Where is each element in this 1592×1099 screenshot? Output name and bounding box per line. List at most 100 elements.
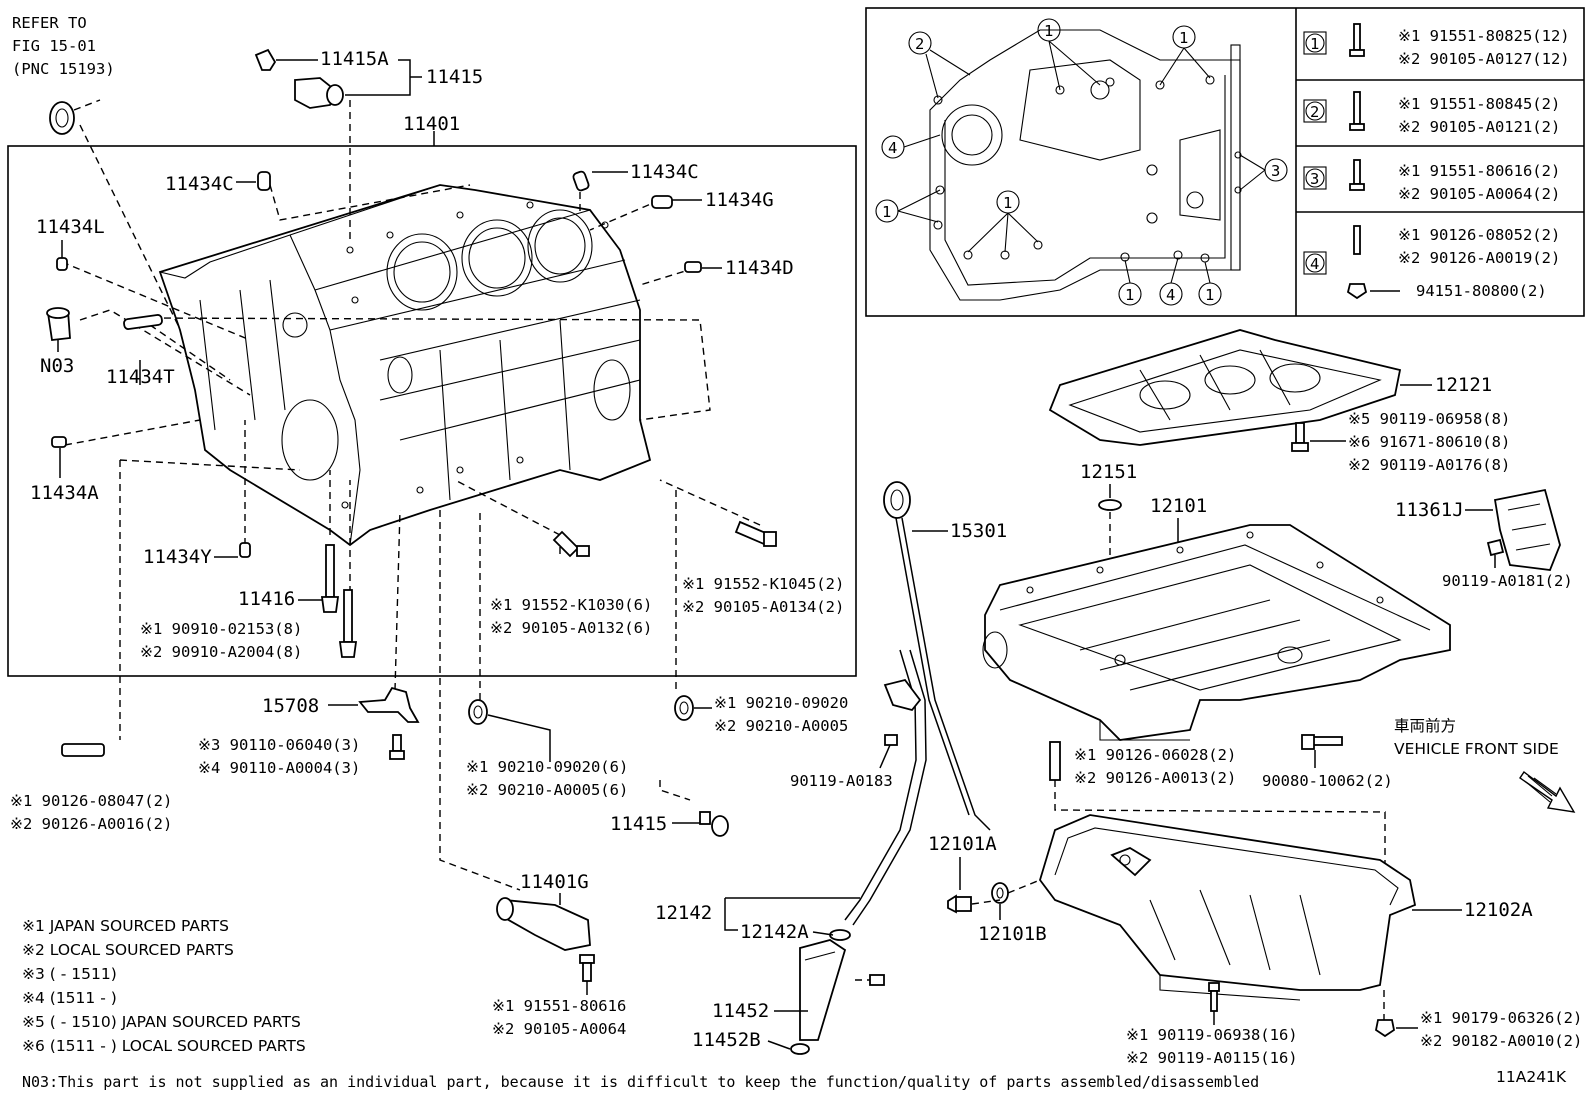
ref-k1045-2[interactable]: ※2 90105-A0134(2) [682, 598, 844, 616]
part-11452-label[interactable]: 11452 [712, 1000, 769, 1022]
screw-15708-icon [389, 734, 405, 760]
part-11416-label[interactable]: 11416 [238, 588, 295, 610]
part-12142A-label[interactable]: 12142A [740, 921, 809, 943]
footnote[interactable]: N03:This part is not supplied as an indi… [22, 1073, 1259, 1091]
table-1-line-2[interactable]: ※2 90105-A0127(12) [1398, 50, 1570, 68]
part-12142-label[interactable]: 12142 [655, 902, 712, 924]
ref-k1045-1[interactable]: ※1 91552-K1045(2) [682, 575, 844, 593]
callout-1-c[interactable]: 1 [882, 203, 891, 221]
ref-90210-a-1[interactable]: ※1 90210-09020(6) [466, 758, 628, 776]
ref-06028-1[interactable]: ※1 90126-06028(2) [1074, 746, 1236, 764]
callout-1-e[interactable]: 1 [1125, 286, 1134, 304]
ref-90210-b-1[interactable]: ※1 90210-09020 [714, 694, 848, 712]
ref-80616-1[interactable]: ※1 91551-80616 [492, 997, 626, 1015]
ref-15708-2[interactable]: ※4 90110-A0004(3) [198, 759, 360, 777]
part-11434D-label[interactable]: 11434D [725, 257, 794, 279]
ref-06938-1[interactable]: ※1 90119-06938(16) [1126, 1026, 1298, 1044]
table-3-line-1[interactable]: ※1 91551-80616(2) [1398, 162, 1560, 180]
part-12101B-label[interactable]: 12101B [978, 923, 1047, 945]
part-11434A-label[interactable]: 11434A [30, 482, 99, 504]
callout-1-a[interactable]: 1 [1044, 22, 1053, 40]
table-4-line-3[interactable]: 94151-80800(2) [1416, 282, 1547, 300]
legend-3[interactable]: ※3 ( - 1511) [22, 965, 117, 983]
part-11452B-label[interactable]: 11452B [692, 1029, 761, 1051]
table-2-line-1[interactable]: ※1 91551-80845(2) [1398, 95, 1560, 113]
part-15708-label[interactable]: 15708 [262, 695, 319, 717]
callout-1-d[interactable]: 1 [1003, 194, 1012, 212]
table-num-1[interactable]: 1 [1310, 35, 1319, 53]
figure-id[interactable]: 11A241K [1496, 1068, 1567, 1086]
legend-2[interactable]: ※2 LOCAL SOURCED PARTS [22, 941, 234, 959]
callout-3[interactable]: 3 [1271, 162, 1280, 180]
callout-4-b[interactable]: 4 [1166, 286, 1175, 304]
part-15301-label[interactable]: 15301 [950, 520, 1007, 542]
part-11434Y-label[interactable]: 11434Y [143, 546, 212, 568]
callout-1-b[interactable]: 1 [1179, 29, 1188, 47]
legend-6[interactable]: ※6 (1511 - ) LOCAL SOURCED PARTS [22, 1037, 306, 1055]
ref-12121-1[interactable]: ※5 90119-06958(8) [1348, 410, 1510, 428]
part-11434C-right-label[interactable]: 11434C [630, 161, 699, 183]
part-11434C-left-label[interactable]: 11434C [165, 173, 234, 195]
table-3-line-2[interactable]: ※2 90105-A0064(2) [1398, 185, 1560, 203]
ref-80616-2[interactable]: ※2 90105-A0064 [492, 1020, 626, 1038]
sensor-11401G-icon [496, 897, 591, 951]
callout-2[interactable]: 2 [915, 35, 924, 53]
refer-line-3[interactable]: (PNC 15193) [12, 60, 115, 78]
refer-line-1[interactable]: REFER TO [12, 14, 87, 32]
part-11434G-label[interactable]: 11434G [705, 189, 774, 211]
ref-08047-1[interactable]: ※1 90126-08047(2) [10, 792, 172, 810]
part-11361J-label[interactable]: 11361J [1395, 499, 1464, 521]
ref-k1030-1[interactable]: ※1 91552-K1030(6) [490, 596, 652, 614]
ref-12121-2[interactable]: ※6 91671-80610(8) [1348, 433, 1510, 451]
bolt-k1030-icon [552, 530, 590, 558]
ref-06028-2[interactable]: ※2 90126-A0013(2) [1074, 769, 1236, 787]
gasket-washer-icon [468, 695, 694, 725]
ref-06326-2[interactable]: ※2 90182-A0010(2) [1420, 1032, 1582, 1050]
callout-1-f[interactable]: 1 [1205, 286, 1214, 304]
part-12101A-label[interactable]: 12101A [928, 833, 997, 855]
ref-15708-1[interactable]: ※3 90110-06040(3) [198, 736, 360, 754]
direction-en[interactable]: VEHICLE FRONT SIDE [1394, 740, 1559, 758]
ref-90210-a-2[interactable]: ※2 90210-A0005(6) [466, 781, 628, 799]
refer-line-2[interactable]: FIG 15-01 [12, 37, 96, 55]
cylinder-block-frame [7, 145, 857, 677]
table-4-line-1[interactable]: ※1 90126-08052(2) [1398, 226, 1560, 244]
drain-plug-icon [947, 882, 1009, 914]
part-11434L-label[interactable]: 11434L [36, 216, 105, 238]
part-11401-label[interactable]: 11401 [403, 113, 460, 135]
ref-06938-2[interactable]: ※2 90119-A0115(16) [1126, 1049, 1298, 1067]
ref-10062[interactable]: 90080-10062(2) [1262, 772, 1393, 790]
ref-12121-3[interactable]: ※2 90119-A0176(8) [1348, 456, 1510, 474]
part-12151-label[interactable]: 12151 [1080, 461, 1137, 483]
part-11401G-label[interactable]: 11401G [520, 871, 589, 893]
table-num-3[interactable]: 3 [1310, 170, 1319, 188]
part-12102A-label[interactable]: 12102A [1464, 899, 1533, 921]
ref-11416-1[interactable]: ※1 90910-02153(8) [140, 620, 302, 638]
table-1-line-1[interactable]: ※1 91551-80825(12) [1398, 27, 1570, 45]
table-2-line-2[interactable]: ※2 90105-A0121(2) [1398, 118, 1560, 136]
ref-90210-b-2[interactable]: ※2 90210-A0005 [714, 717, 848, 735]
ref-k1030-2[interactable]: ※2 90105-A0132(6) [490, 619, 652, 637]
ref-a0183[interactable]: 90119-A0183 [790, 772, 893, 790]
ref-06326-1[interactable]: ※1 90179-06326(2) [1420, 1009, 1582, 1027]
direction-jp[interactable]: 車両前方 [1394, 717, 1456, 735]
part-11415A-label[interactable]: 11415A [320, 48, 389, 70]
table-num-4[interactable]: 4 [1310, 255, 1319, 273]
part-N03-label[interactable]: N03 [40, 355, 74, 377]
part-11415-label[interactable]: 11415 [426, 66, 483, 88]
ref-11416-2[interactable]: ※2 90910-A2004(8) [140, 643, 302, 661]
plug-11415-lower-icon [699, 811, 729, 837]
part-12101-label[interactable]: 12101 [1150, 495, 1207, 517]
o-ring-icon [1098, 499, 1122, 511]
ref-a0181[interactable]: 90119-A0181(2) [1442, 572, 1573, 590]
legend-4[interactable]: ※4 (1511 - ) [22, 989, 117, 1007]
legend-5[interactable]: ※5 ( - 1510) JAPAN SOURCED PARTS [22, 1013, 301, 1031]
oil-pan-upper-12101-icon [982, 524, 1451, 741]
legend-1[interactable]: ※1 JAPAN SOURCED PARTS [22, 917, 229, 935]
ref-08047-2[interactable]: ※2 90126-A0016(2) [10, 815, 172, 833]
table-4-line-2[interactable]: ※2 90126-A0019(2) [1398, 249, 1560, 267]
part-11415-lower-label[interactable]: 11415 [610, 813, 667, 835]
callout-4-a[interactable]: 4 [888, 139, 897, 157]
table-num-2[interactable]: 2 [1310, 103, 1319, 121]
part-12121-label[interactable]: 12121 [1435, 374, 1492, 396]
